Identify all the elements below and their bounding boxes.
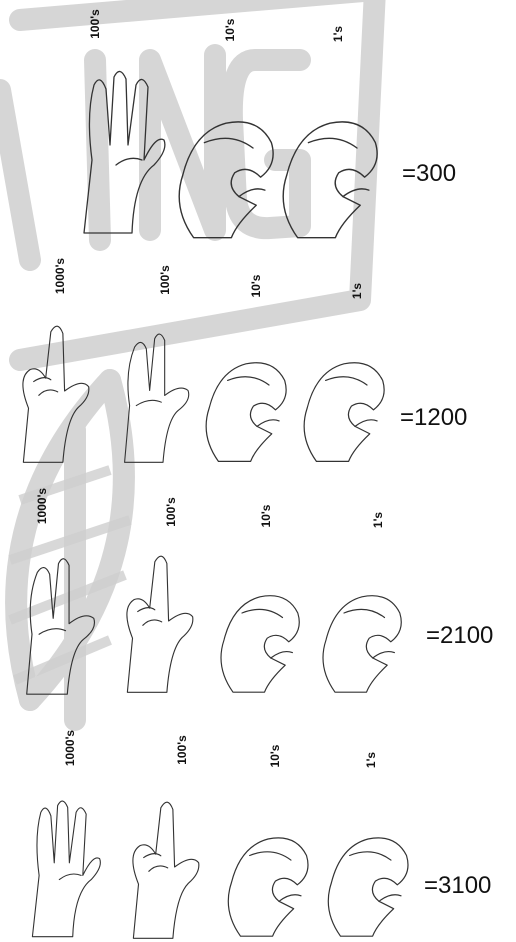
hand-two-fingers [110,322,206,464]
place-label-tens: 10's [223,19,237,42]
place-label-hundreds: 100's [158,265,172,295]
hand-closed [314,586,410,694]
place-label-ones: 1's [371,512,385,528]
result-value: =3100 [424,872,491,900]
place-label-hundreds: 100's [175,735,189,765]
hand-closed [318,828,418,938]
place-label-hundreds: 100's [164,497,178,527]
hand-closed [200,352,292,464]
hand-two-fingers [16,546,108,696]
result-value: =300 [402,160,456,188]
place-label-ones: 1's [331,26,345,42]
place-label-tens: 10's [268,745,282,768]
place-label-hundreds: 100's [88,9,102,39]
hand-closed [298,352,390,464]
hand-three-fingers [74,64,174,236]
place-label-thousands: 1000's [53,258,67,294]
place-label-tens: 10's [259,505,273,528]
place-label-thousands: 1000's [63,730,77,766]
hand-closed [212,586,308,694]
place-label-ones: 1's [350,283,364,299]
place-label-tens: 10's [249,275,263,298]
hand-closed [276,110,384,240]
place-label-thousands: 1000's [35,488,49,524]
hand-one-finger [114,548,206,694]
hand-closed [172,110,280,240]
hand-closed [218,828,318,938]
result-value: =1200 [400,404,467,432]
place-label-ones: 1's [364,752,378,768]
hand-one-finger [120,794,212,940]
hand-three-fingers [24,794,108,940]
hand-one-finger [10,318,102,464]
result-value: =2100 [426,622,493,650]
